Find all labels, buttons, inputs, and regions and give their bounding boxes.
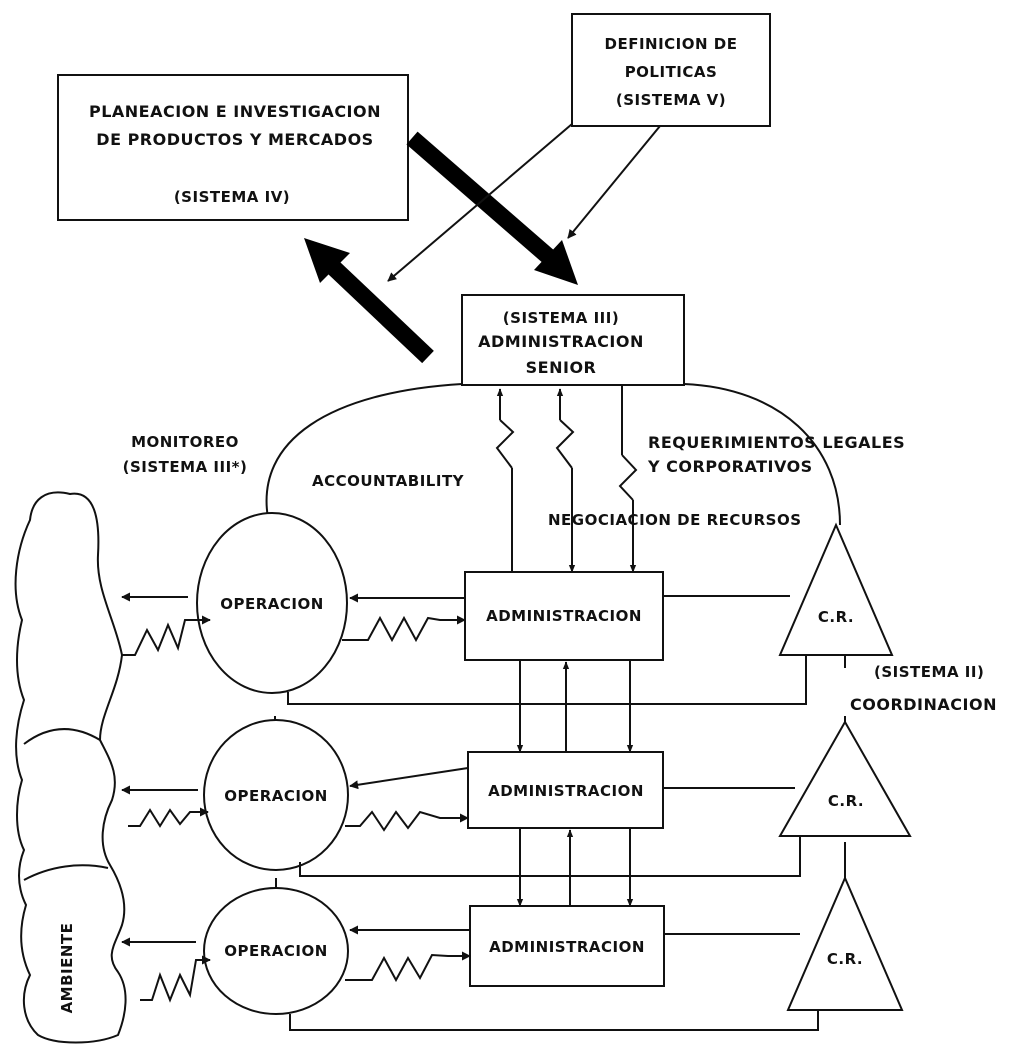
administration-2-label: ADMINISTRACION [488, 782, 644, 800]
operation-2-label: OPERACION [224, 787, 328, 805]
system-4-line-1: PLANEACION E INVESTIGACION [89, 102, 381, 121]
system-5-to-4-arrow [387, 123, 573, 282]
accountability-channel [495, 388, 515, 469]
administration-2-to-operation-2-arrow [349, 767, 469, 790]
environment-to-operation-2-zigzag [128, 807, 209, 828]
environment-to-operation-3-zigzag [140, 955, 211, 1003]
operation-2-circle [203, 719, 349, 871]
negotiation-label: NEGOCIACION DE RECURSOS [548, 511, 802, 529]
environment-divider-2 [23, 864, 109, 881]
system-5-line-3: (SISTEMA V) [616, 91, 726, 109]
monitoring-label-1: MONITOREO [131, 433, 239, 451]
resource-negotiation-channel [555, 388, 576, 573]
system-3-line-1: (SISTEMA III) [503, 309, 619, 327]
regulator-1-label: C.R. [818, 608, 854, 626]
administration-3-label: ADMINISTRACION [489, 938, 645, 956]
administration-1-box [464, 571, 664, 661]
administration-2-box [467, 751, 664, 829]
environment-to-operation-1-zigzag [122, 615, 211, 656]
operation-1-circle [196, 512, 348, 694]
regulator-3-label: C.R. [827, 950, 863, 968]
system-4-tag: (SISTEMA IV) [174, 188, 290, 206]
regulator-3-loop [289, 1010, 819, 1031]
system-5-line-2: POLITICAS [625, 63, 718, 81]
environment-divider-1 [23, 728, 101, 745]
environment-cloud [14, 491, 127, 1044]
legal-label-1: REQUERIMIENTOS LEGALES [648, 433, 905, 452]
system-2-line-2: COORDINACION [850, 695, 997, 714]
system-3-line-2: ADMINISTRACION [478, 332, 644, 351]
system-4-to-3-thick-arrow [406, 131, 578, 285]
regulator-1-loop [287, 655, 807, 705]
monitoring-channel-arc [265, 383, 463, 519]
accountability-label: ACCOUNTABILITY [312, 472, 465, 490]
system-3-to-4-thick-arrow [304, 238, 434, 364]
system-4-line-2: DE PRODUCTOS Y MERCADOS [96, 130, 373, 149]
monitoring-label-2: (SISTEMA III*) [123, 458, 248, 476]
regulator-2-triangle [778, 719, 912, 837]
regulator-2-loop [299, 836, 801, 877]
administration-3-box [469, 905, 665, 987]
operation-2-to-administration-2-zigzag [345, 810, 469, 832]
regulator-3-triangle [786, 875, 904, 1011]
regulator-1-triangle [778, 522, 894, 656]
system-2-line-1: (SISTEMA II) [874, 663, 984, 681]
legal-channel-arc [683, 383, 841, 526]
legal-requirements-channel [618, 385, 638, 573]
operation-3-to-administration-3-zigzag [345, 951, 471, 983]
system-3-box [461, 294, 685, 386]
operation-1-to-administration-1-zigzag [342, 615, 466, 643]
operation-1-label: OPERACION [220, 595, 324, 613]
regulator-2-label: C.R. [828, 792, 864, 810]
operation-3-circle [203, 887, 349, 1015]
operation-3-label: OPERACION [224, 942, 328, 960]
system-5-line-1: DEFINICION DE [605, 35, 738, 53]
environment-label: AMBIENTE [58, 923, 76, 1014]
administration-1-label: ADMINISTRACION [486, 607, 642, 625]
system-3-line-3: SENIOR [526, 358, 597, 377]
legal-label-2: Y CORPORATIVOS [647, 457, 813, 476]
system-4-box [57, 74, 409, 221]
system-5-box [571, 13, 771, 127]
system-5-to-3-arrow [567, 125, 661, 239]
